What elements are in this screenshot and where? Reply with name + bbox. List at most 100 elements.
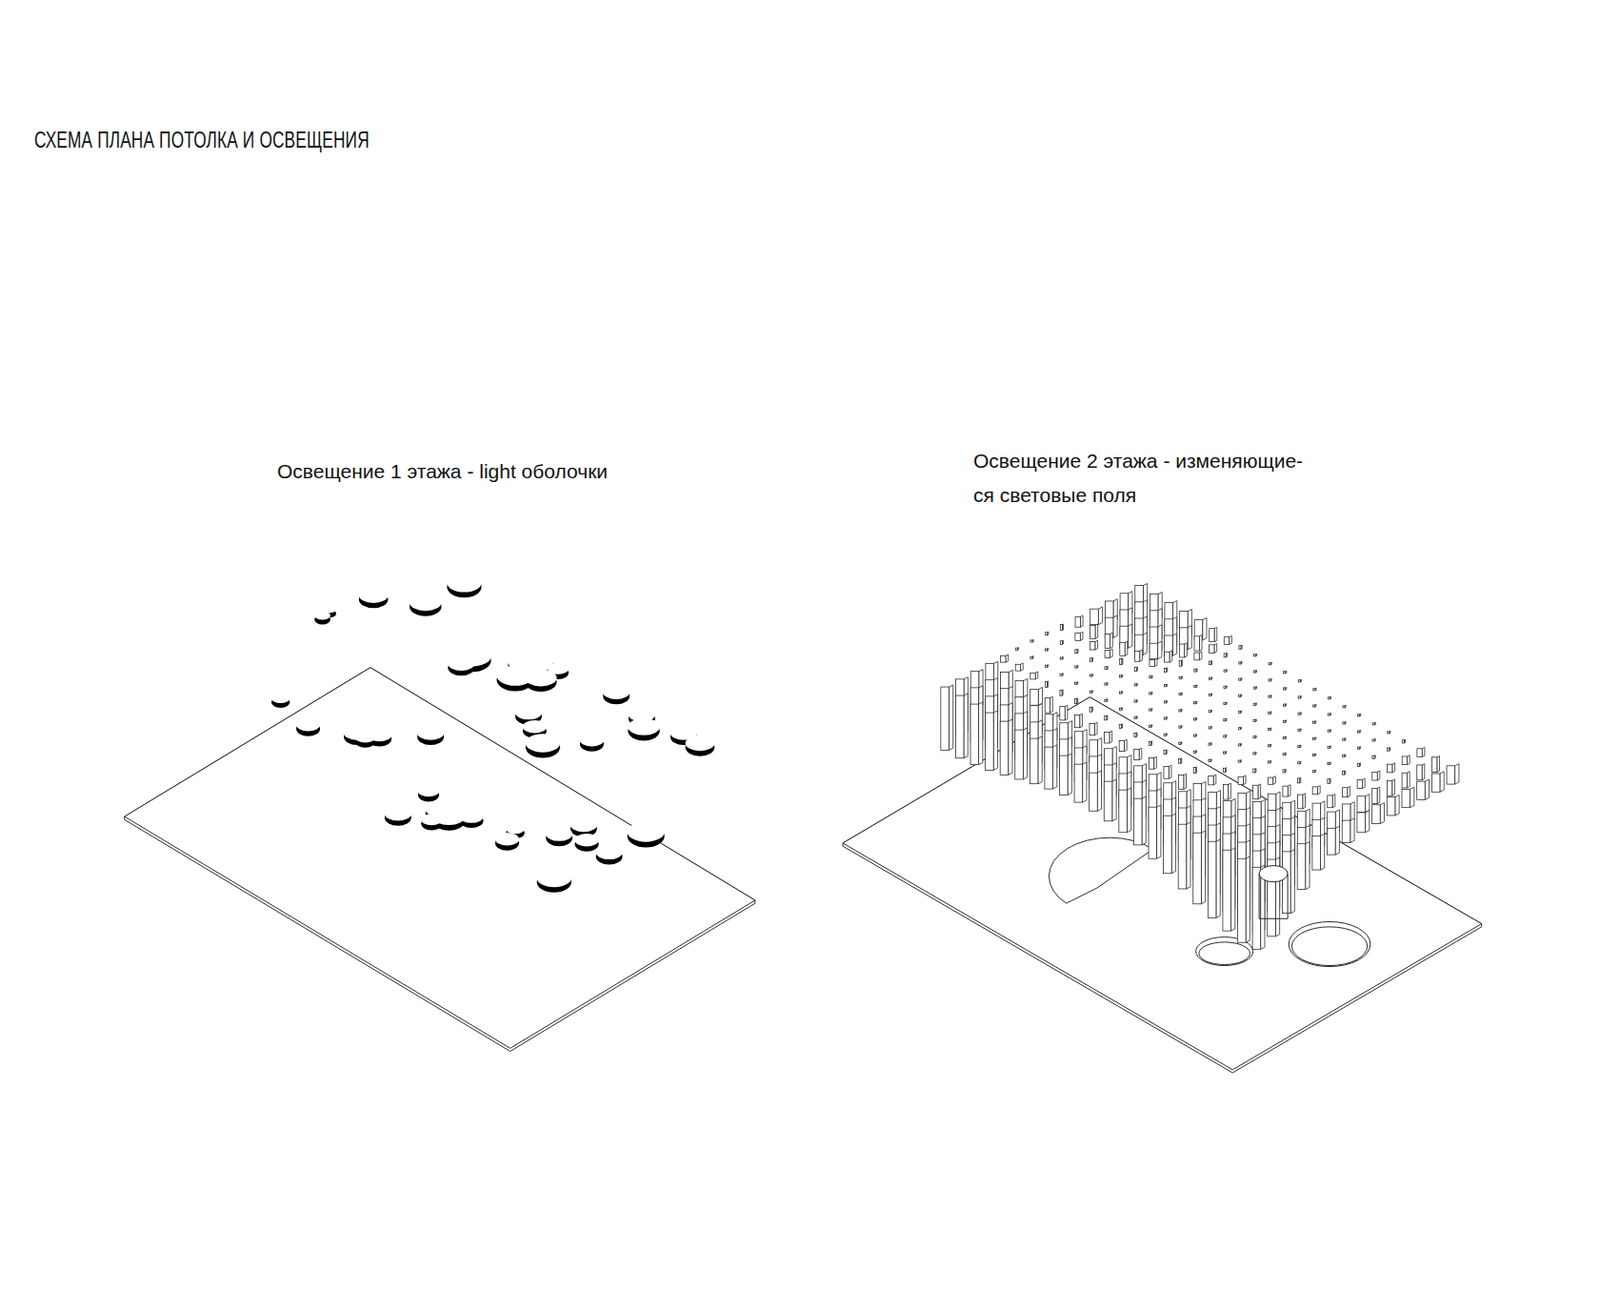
bar-side — [1392, 779, 1396, 796]
shell-top — [570, 817, 598, 832]
bar-front — [1163, 766, 1169, 780]
light-bar — [1208, 759, 1212, 762]
light-bar — [1060, 689, 1063, 696]
light-bar — [1253, 735, 1257, 739]
plate-edge — [842, 697, 1482, 1073]
bar-front — [1193, 783, 1202, 802]
light-bar — [1149, 691, 1153, 695]
bar-front — [1193, 832, 1202, 904]
shell-top — [505, 823, 524, 834]
light-bar — [1119, 707, 1122, 711]
bar-front — [1075, 633, 1080, 641]
bar-front — [1223, 701, 1226, 704]
bar-front — [1208, 726, 1211, 729]
light-bar — [985, 660, 999, 681]
light-bar — [1357, 729, 1360, 733]
floor-plate-2 — [842, 697, 1482, 1073]
light-bar — [1268, 695, 1272, 699]
bar-side — [1216, 839, 1220, 918]
bar-side — [1109, 648, 1113, 658]
light-bar — [1149, 658, 1158, 667]
bar-front — [1298, 761, 1300, 764]
bar-side — [1035, 671, 1039, 680]
bar-front — [1253, 686, 1256, 689]
shell-top — [420, 813, 442, 825]
shell-top — [580, 733, 604, 746]
light-bar — [1134, 747, 1142, 760]
bar-side — [1229, 635, 1233, 644]
bar-front — [985, 662, 995, 680]
light-bar — [1223, 669, 1227, 673]
light-bar — [1223, 718, 1227, 721]
light-bar — [1238, 742, 1241, 746]
bar-side — [1437, 755, 1440, 772]
light-bar — [1357, 746, 1360, 750]
light-bar — [1281, 849, 1295, 914]
shell-top — [525, 733, 560, 752]
bar-front — [1313, 688, 1316, 691]
bar-front — [1282, 703, 1285, 706]
bar-side — [948, 684, 953, 751]
light-bar — [1238, 856, 1251, 942]
light-bar — [1209, 643, 1218, 654]
opening — [1291, 926, 1367, 966]
bar-front — [1193, 750, 1196, 753]
diagram-title: СХЕМА ПЛАНА ПОТОЛКА И ОСВЕЩЕНИЯ — [34, 126, 370, 154]
light-bar — [1103, 779, 1117, 821]
bar-side — [1183, 773, 1187, 789]
light-bar — [1253, 702, 1257, 706]
light-bar — [1358, 713, 1361, 717]
bar-side — [1350, 818, 1355, 842]
bar-front — [1253, 719, 1256, 721]
bar-front — [1104, 682, 1107, 685]
light-bar — [1298, 728, 1301, 732]
bar-front — [1209, 644, 1215, 653]
bar-front — [1401, 788, 1411, 807]
bar-front — [1253, 784, 1259, 799]
light-bar — [1208, 774, 1217, 785]
light-bar — [1120, 640, 1128, 656]
bar-front — [1372, 771, 1378, 780]
light-bar — [1194, 700, 1198, 704]
light-bar — [1222, 767, 1226, 773]
bar-side — [1064, 704, 1068, 720]
bar-front — [1223, 685, 1226, 688]
bar-front — [1194, 652, 1200, 660]
light-bar — [1000, 654, 1009, 662]
bar-side — [1361, 778, 1365, 788]
bar-front — [1341, 803, 1351, 822]
bar-front — [940, 686, 950, 750]
light-bar — [1015, 662, 1023, 671]
bar-front — [1179, 660, 1181, 666]
bar-side — [1213, 774, 1217, 785]
plate-top — [124, 667, 756, 1049]
light-bar — [1253, 669, 1257, 673]
bar-front — [1075, 698, 1078, 703]
plate-top — [842, 697, 1482, 1070]
shell-top — [359, 586, 389, 602]
light-bar — [1386, 779, 1395, 796]
shell-top — [322, 605, 337, 613]
bar-side — [1424, 779, 1429, 800]
light-bar — [1193, 733, 1197, 737]
bar-side — [1094, 721, 1098, 735]
bar-front — [1431, 757, 1437, 773]
bar-front — [1044, 680, 1047, 687]
bar-front — [1179, 741, 1181, 744]
bar-side — [1214, 643, 1218, 654]
light-bar — [1223, 652, 1227, 658]
bar-front — [1327, 729, 1330, 732]
bar-front — [1194, 684, 1197, 687]
bar-front — [1223, 669, 1226, 672]
light-bar — [1090, 640, 1099, 650]
bar-front — [1372, 739, 1375, 741]
bar-front — [1075, 665, 1078, 668]
bar-front — [1164, 651, 1170, 662]
light-bar — [1148, 804, 1161, 859]
shell-top — [384, 805, 412, 820]
light-bar — [1282, 752, 1286, 756]
light-bar — [1060, 623, 1063, 631]
column-top — [1259, 865, 1288, 882]
bar-front — [1417, 780, 1426, 800]
bar-side — [1124, 739, 1128, 751]
